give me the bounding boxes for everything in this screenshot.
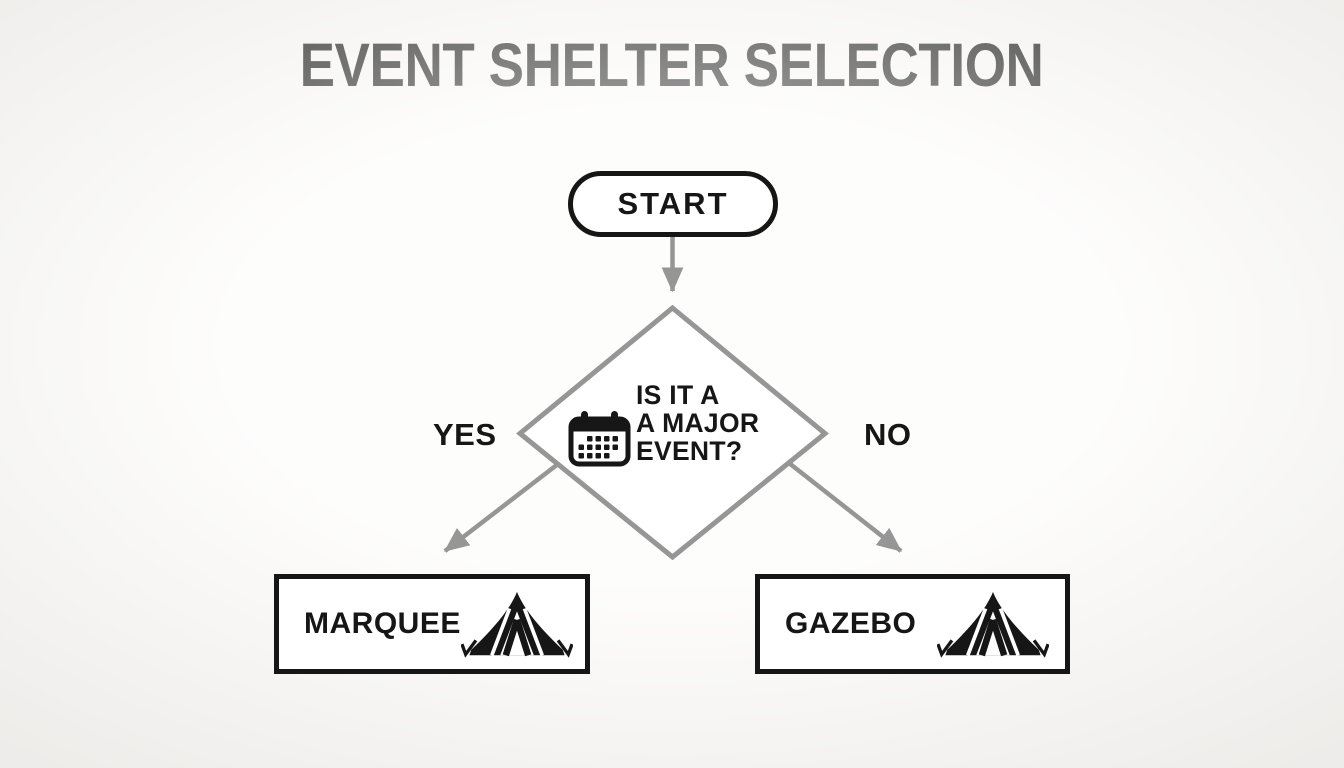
start-label: START <box>617 186 729 221</box>
decision-question: IS IT A A MAJOR EVENT? <box>636 381 759 465</box>
outcome-box-marquee: MARQUEE <box>274 574 590 674</box>
start-node: START <box>568 171 778 237</box>
decision-question-line: A MAJOR <box>636 408 760 438</box>
arrow-branch-no <box>787 461 903 553</box>
page-title-text: EVENT SHELTER SELECTION <box>300 31 1044 99</box>
outcome-label-gazebo: GAZEBO <box>785 607 917 640</box>
page-title: EVENT SHELTER SELECTION <box>0 30 1344 100</box>
calendar-icon <box>568 410 631 467</box>
decision-question-line: EVENT? <box>636 436 743 466</box>
outcome-box-gazebo: GAZEBO <box>755 574 1070 674</box>
tent-icon <box>460 588 574 661</box>
branch-label-yes: YES <box>433 417 497 452</box>
branch-label-no: NO <box>864 417 912 452</box>
arrow-branch-yes <box>443 462 560 553</box>
outcome-label-marquee: MARQUEE <box>304 607 461 640</box>
decision-question-line: IS IT A <box>636 380 720 410</box>
tent-icon <box>936 588 1050 661</box>
